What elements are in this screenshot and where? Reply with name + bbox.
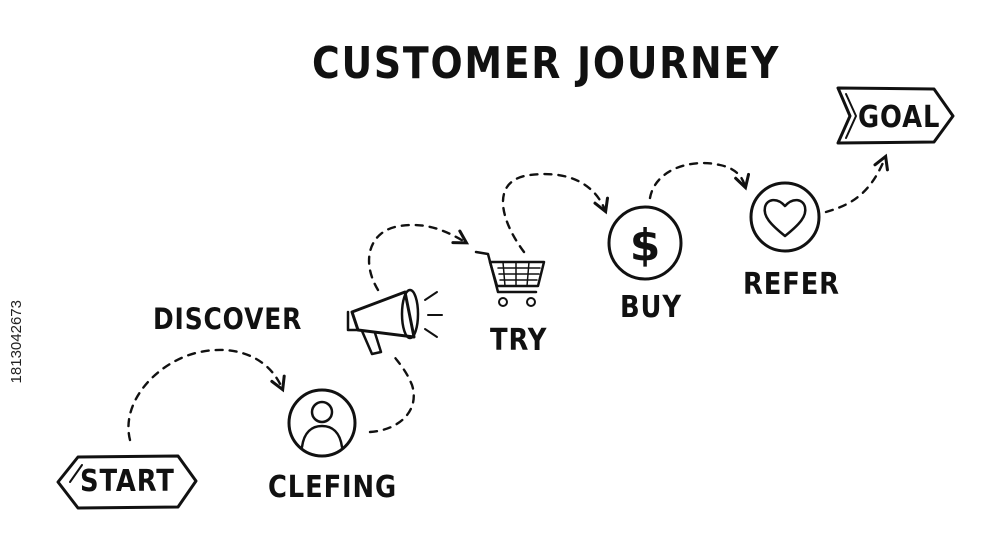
start-label: START [80, 464, 175, 499]
goal-label: GOAL [858, 100, 941, 135]
connector-refer-goal [824, 153, 889, 214]
clefing-label: CLEFING [268, 470, 398, 505]
connector-megaphone-cart [367, 223, 470, 292]
start-sign [56, 454, 198, 510]
diagram-title: CUSTOMER JOURNEY [312, 38, 781, 89]
dollar-coin-icon: $ [607, 205, 683, 281]
connector-buy-refer [648, 161, 751, 200]
stock-id: 1813042673 [8, 300, 25, 384]
connector-clefing-megaphone [368, 353, 415, 434]
person-circle-icon [287, 388, 357, 458]
heart-circle-icon [749, 181, 821, 253]
buy-label: BUY [620, 290, 682, 325]
try-label: TRY [490, 323, 548, 358]
connector-cart-buy [501, 172, 609, 254]
svg-text:$: $ [630, 220, 661, 271]
refer-label: REFER [743, 267, 840, 302]
goal-sign [836, 86, 955, 145]
discover-label: DISCOVER [153, 302, 303, 336]
shopping-cart-icon [474, 250, 546, 307]
megaphone-icon [346, 288, 443, 356]
connector-start-discover [127, 348, 286, 442]
